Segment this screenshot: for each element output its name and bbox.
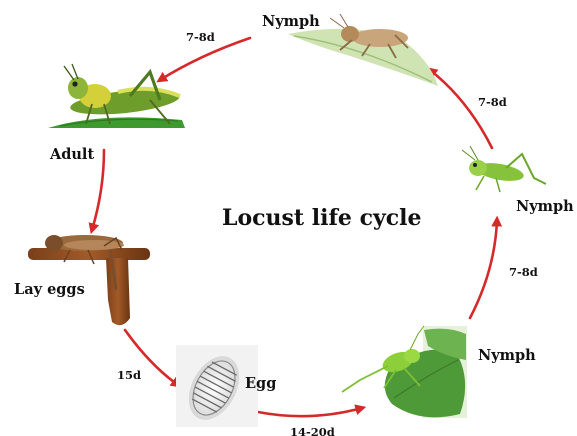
nymph-right-illustration: [462, 146, 546, 192]
stage-label-nymph-top: Nymph: [262, 13, 320, 30]
stage-label-nymph-right: Nymph: [516, 198, 574, 215]
duration-label-layeggs-to-egg: 15d: [117, 368, 141, 382]
duration-label-nymph-to-adult: 7-8d: [186, 30, 215, 44]
nymph-bottom-illustration: [342, 326, 467, 418]
duration-label-nymph-to-nymph: 7-8d: [509, 265, 538, 279]
arrow-nymph-to-topnymph: [430, 70, 492, 148]
arrow-egg-to-nymph: [258, 408, 362, 416]
arrow-nymph-to-nymph: [470, 220, 497, 318]
grass-shape: [48, 117, 185, 128]
stage-label-lay-eggs: Lay eggs: [14, 281, 85, 298]
duration-label-nymph-to-topnymph: 7-8d: [478, 95, 507, 109]
diagram-title: Locust life cycle: [222, 205, 422, 231]
adult-illustration: [48, 64, 185, 128]
stage-label-egg: Egg: [245, 375, 276, 392]
stage-label-adult: Adult: [49, 146, 94, 163]
arrow-nymph-to-adult: [160, 38, 250, 80]
stage-label-nymph-bottom: Nymph: [478, 347, 536, 364]
duration-label-egg-to-nymph: 14-20d: [290, 425, 335, 436]
